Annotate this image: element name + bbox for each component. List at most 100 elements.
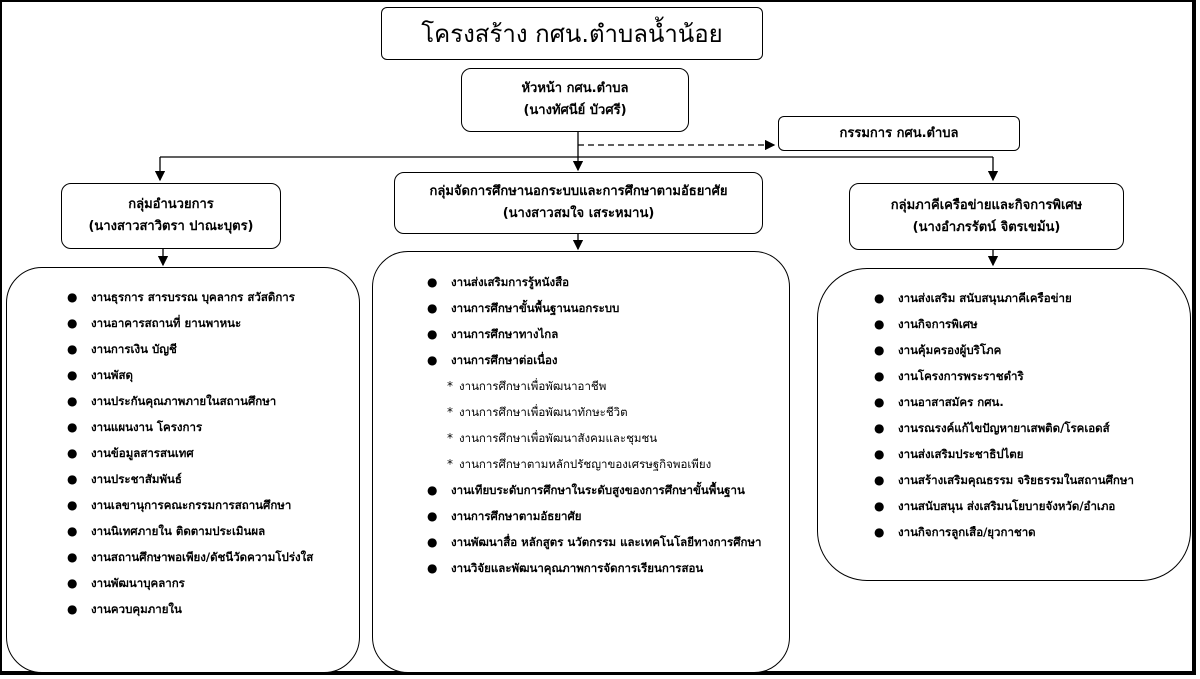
task-label: งานการศึกษาตามอัธยาศัย: [451, 509, 582, 523]
bullet-icon: ●: [874, 317, 885, 331]
group-person: (นางอำภรรัตน์ จิตรเขม้น): [912, 219, 1061, 235]
bullet-icon: ●: [874, 395, 885, 409]
group-title: กลุ่มจัดการศึกษานอกระบบและการศึกษาตามอัธ…: [429, 184, 728, 199]
task-label: งานนิเทศภายใน ติดตามประเมินผล: [91, 524, 266, 538]
task-list: ●งานส่งเสริม สนับสนุนภาคีเครือข่าย●งานกิ…: [874, 290, 1178, 540]
bullet-icon: ●: [427, 301, 438, 315]
task-label: งานการเงิน บัญชี: [91, 342, 177, 356]
task-label: งานการศึกษาเพื่อพัฒนาอาชีพ: [459, 379, 607, 393]
task-label: งานแผนงาน โครงการ: [91, 420, 203, 434]
committee-box: กรรมการ กศน.ตำบล: [778, 116, 1020, 151]
task-item: ● งานประกันคุณภาพภายในสถานศึกษา: [67, 393, 349, 409]
group-box-admin: กลุ่มอำนวยการ (นางสาวสาวิตรา ปาณะบุตร): [61, 183, 281, 249]
task-label: งานการศึกษาเพื่อพัฒนาสังคมและชุมชน: [459, 431, 658, 445]
task-list: ●งานธุรการ สารบรรณ บุคลากร สวัสดิการ●งาน…: [67, 289, 349, 617]
head-role: หัวหน้า กศน.ตำบล: [521, 81, 629, 96]
sub-task-item: * งานการศึกษาเพื่อพัฒนาอาชีพ: [447, 378, 775, 394]
task-item: ● งานกิจการพิเศษ: [874, 316, 1178, 332]
task-item: ●งานการศึกษาทางไกล: [427, 326, 775, 342]
bullet-icon: ●: [67, 420, 78, 434]
sub-task-item: *งานการศึกษาเพื่อพัฒนาทักษะชีวิต: [447, 404, 775, 420]
sub-bullet-icon: *: [447, 405, 453, 419]
bullet-icon: ●: [427, 509, 438, 523]
task-label: งานส่งเสริมประชาธิปไตย: [898, 447, 1024, 461]
task-label: งานพัฒนาบุคลากร: [91, 576, 185, 590]
task-label: งานสร้างเสริมคุณธรรม จริยธรรมในสถานศึกษา: [898, 473, 1134, 487]
task-label: งานเลขานุการคณะกรรมการสถานศึกษา: [91, 498, 292, 512]
task-list: ●งานส่งเสริมการรู้หนังสือ●งานการศึกษาขั้…: [427, 274, 775, 576]
task-label: งานอาสาสมัคร กศน.: [898, 395, 1004, 409]
bullet-icon: ●: [874, 291, 885, 305]
task-label: งานโครงการพระราชดำริ: [898, 369, 1024, 383]
task-item: ● งานแผนงาน โครงการ: [67, 419, 349, 435]
bullet-icon: ●: [67, 446, 78, 460]
task-item: ●งานธุรการ สารบรรณ บุคลากร สวัสดิการ: [67, 289, 349, 305]
sub-bullet-icon: *: [447, 379, 453, 393]
task-panel-education: ●งานส่งเสริมการรู้หนังสือ●งานการศึกษาขั้…: [372, 251, 790, 673]
sub-task-item: * งานการศึกษาเพื่อพัฒนาสังคมและชุมชน: [447, 430, 775, 446]
task-item: ● งานส่งเสริมประชาธิปไตย: [874, 446, 1178, 462]
task-label: งานเทียบระดับการศึกษาในระดับสูงของการศึก…: [451, 483, 745, 497]
task-label: งานการศึกษาทางไกล: [451, 327, 559, 341]
task-item: ●งานอาคารสถานที่ ยานพาหนะ: [67, 315, 349, 331]
task-label: งานประกันคุณภาพภายในสถานศึกษา: [91, 394, 277, 408]
chart-title-box: โครงสร้าง กศน.ตำบลน้ำน้อย: [381, 7, 763, 60]
group-box-network: กลุ่มภาคีเครือข่ายและกิจการพิเศษ (นางอำภ…: [849, 183, 1124, 250]
task-item: ●งานการเงิน บัญชี: [67, 341, 349, 357]
task-item: ●งานเลขานุการคณะกรรมการสถานศึกษา: [67, 497, 349, 513]
bullet-icon: ●: [427, 535, 438, 549]
bullet-icon: ●: [427, 561, 438, 575]
bullet-icon: ●: [67, 316, 78, 330]
task-label: งานกิจการพิเศษ: [898, 317, 978, 331]
task-label: งานวิจัยและพัฒนาคุณภาพการจัดการเรียนการส…: [451, 561, 704, 575]
task-item: ● งานการศึกษาตามอัธยาศัย: [427, 508, 775, 524]
bullet-icon: ●: [67, 576, 78, 590]
task-label: งานควบคุมภายใน: [91, 602, 182, 616]
task-item: ● งานเทียบระดับการศึกษาในระดับสูงของการศึ…: [427, 482, 775, 498]
task-panel-admin: ●งานธุรการ สารบรรณ บุคลากร สวัสดิการ●งาน…: [6, 267, 360, 673]
head-name: (นางทัศนีย์ บัวศรี): [523, 103, 627, 118]
task-panel-network: ●งานส่งเสริม สนับสนุนภาคีเครือข่าย●งานกิ…: [817, 268, 1191, 581]
sub-bullet-icon: *: [447, 431, 453, 445]
chart-title: โครงสร้าง กศน.ตำบลน้ำน้อย: [421, 19, 723, 48]
group-box-education: กลุ่มจัดการศึกษานอกระบบและการศึกษาตามอัธ…: [394, 172, 763, 234]
bullet-icon: ●: [874, 447, 885, 461]
task-label: งานรณรงค์แก้ไขปัญหายาเสพติด/โรคเอดส์: [898, 421, 1110, 435]
task-item: ●งานสนับสนุน ส่งเสริมนโยบายจังหวัด/อำเภอ: [874, 498, 1178, 514]
bullet-icon: ●: [67, 602, 78, 616]
task-item: ● งานพัฒนาบุคลากร: [67, 575, 349, 591]
task-label: งานพัสดุ: [91, 368, 134, 382]
sub-task-item: *งานการศึกษาตามหลักปรัชญาของเศรษฐกิจพอเพ…: [447, 456, 775, 472]
task-label: งานประชาสัมพันธ์: [91, 472, 182, 486]
task-label: งานพัฒนาสื่อ หลักสูตร นวัตกรรม และเทคโนโ…: [451, 535, 762, 549]
task-label: งานข้อมูลสารสนเทศ: [91, 446, 194, 460]
bullet-icon: ●: [67, 394, 78, 408]
task-label: งานคุ้มครองผู้บริโภค: [898, 343, 1002, 357]
task-item: ●งานโครงการพระราชดำริ: [874, 368, 1178, 384]
bullet-icon: ●: [874, 525, 885, 539]
bullet-icon: ●: [874, 343, 885, 357]
group-person: (นางสาวสมใจ เสระหมาน): [502, 206, 655, 221]
task-item: ● งานวิจัยและพัฒนาคุณภาพการจัดการเรียนการ…: [427, 560, 775, 576]
task-item: ● งานสร้างเสริมคุณธรรม จริยธรรมในสถานศึกษ…: [874, 472, 1178, 488]
bullet-icon: ●: [874, 473, 885, 487]
task-item: ● งานรณรงค์แก้ไขปัญหายาเสพติด/โรคเอดส์: [874, 420, 1178, 436]
task-item: ● งานการศึกษาขั้นพื้นฐานนอกระบบ: [427, 300, 775, 316]
bullet-icon: ●: [427, 483, 438, 497]
committee-label: กรรมการ กศน.ตำบล: [839, 125, 959, 141]
task-item: ● งานข้อมูลสารสนเทศ: [67, 445, 349, 461]
group-title: กลุ่มอำนวยการ: [128, 197, 214, 212]
task-label: งานธุรการ สารบรรณ บุคลากร สวัสดิการ: [91, 290, 295, 304]
bullet-icon: ●: [874, 421, 885, 435]
task-label: งานการศึกษาขั้นพื้นฐานนอกระบบ: [451, 301, 620, 315]
task-label: งานการศึกษาต่อเนื่อง: [451, 353, 558, 367]
bullet-icon: ●: [67, 368, 78, 382]
task-item: ● งานคุ้มครองผู้บริโภค: [874, 342, 1178, 358]
task-item: ●งานส่งเสริมการรู้หนังสือ: [427, 274, 775, 290]
task-item: ●งานสถานศึกษาพอเพียง/ดัชนีวัดความโปร่งใส: [67, 549, 349, 565]
bullet-icon: ●: [427, 275, 438, 289]
bullet-icon: ●: [874, 499, 885, 513]
task-label: งานการศึกษาตามหลักปรัชญาของเศรษฐกิจพอเพี…: [459, 457, 712, 471]
